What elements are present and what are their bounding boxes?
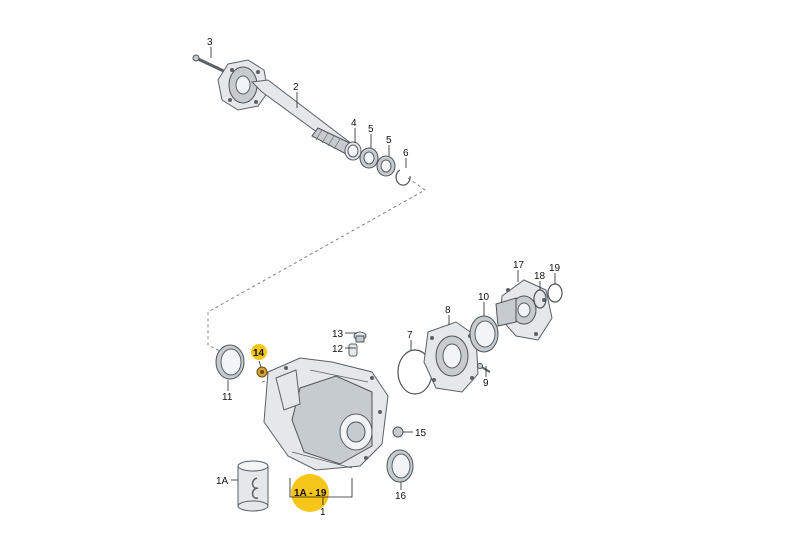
transfer-case-housing[interactable] — [263, 357, 389, 471]
leader-lines — [210, 47, 556, 505]
label-part-1a[interactable]: 1A — [216, 476, 229, 487]
label-part-7[interactable]: 7 — [407, 330, 413, 341]
seal-ring-11[interactable] — [215, 344, 245, 380]
label-part-2[interactable]: 2 — [293, 82, 299, 93]
label-part-9[interactable]: 9 — [483, 378, 489, 389]
label-part-16[interactable]: 16 — [395, 491, 407, 502]
label-part-6[interactable]: 6 — [403, 148, 409, 159]
label-part-18[interactable]: 18 — [534, 271, 546, 282]
label-part-13[interactable]: 13 — [332, 329, 344, 340]
label-part-1[interactable]: 1 — [320, 507, 326, 518]
bearing-5a[interactable] — [359, 147, 379, 169]
label-part-14[interactable]: 14 — [253, 348, 265, 359]
plug-cap-13[interactable] — [353, 331, 367, 343]
plug-15[interactable] — [392, 426, 404, 438]
label-part-5b[interactable]: 5 — [386, 135, 392, 146]
label-part-5a[interactable]: 5 — [368, 124, 374, 135]
label-part-1a-19[interactable]: 1A - 19 — [294, 488, 327, 499]
label-part-12[interactable]: 12 — [332, 344, 344, 355]
label-part-19[interactable]: 19 — [549, 263, 561, 274]
label-part-3[interactable]: 3 — [207, 37, 213, 48]
screw-9[interactable] — [477, 363, 491, 373]
assembly-guide-line — [207, 177, 426, 353]
oil-bottle-1a[interactable] — [237, 460, 269, 512]
part-labels: 3 2 4 5 5 6 7 8 9 10 11 12 13 14 15 16 1… — [207, 37, 561, 518]
label-part-8[interactable]: 8 — [445, 305, 451, 316]
circlip-6[interactable] — [395, 169, 411, 186]
label-part-11[interactable]: 11 — [222, 392, 233, 403]
pin-12[interactable] — [348, 343, 358, 357]
highlight-marker-14 — [251, 344, 267, 360]
bearing-5b[interactable] — [376, 155, 396, 177]
label-part-15[interactable]: 15 — [415, 428, 427, 439]
flange-plate-8[interactable] — [423, 321, 479, 393]
seal-ring-10[interactable] — [469, 315, 499, 353]
label-part-17[interactable]: 17 — [513, 260, 525, 271]
seal-ring-16[interactable] — [386, 449, 414, 483]
output-flange-17[interactable] — [495, 279, 553, 341]
bolt-14[interactable] — [256, 366, 268, 378]
label-part-4[interactable]: 4 — [351, 118, 357, 129]
highlight-marker-1a-19 — [291, 474, 329, 512]
label-part-10[interactable]: 10 — [478, 292, 490, 303]
drive-shaft-part[interactable] — [217, 59, 353, 155]
ring-19[interactable] — [547, 283, 563, 303]
seal-ring-4[interactable] — [344, 141, 362, 161]
